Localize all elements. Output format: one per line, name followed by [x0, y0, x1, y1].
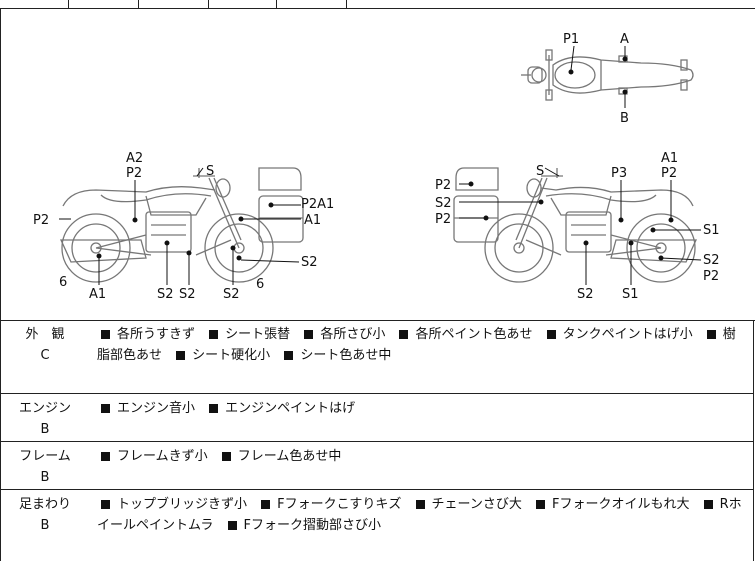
right-view-markers: [459, 167, 702, 285]
category-grade: B: [40, 422, 50, 437]
bullet-square-icon: [209, 403, 219, 413]
marker-label: S2: [179, 287, 196, 302]
marker-label: S2: [703, 253, 720, 268]
left-view-markers: [59, 167, 301, 285]
category-name: フレーム: [19, 449, 71, 464]
defect-item: チェーンさび大: [412, 497, 522, 512]
marker-label: P1: [563, 32, 579, 47]
defect-item: フレーム色あせ中: [218, 449, 341, 464]
bullet-square-icon: [706, 329, 716, 339]
defect-list: エンジン音小 エンジンペイントはげ: [97, 394, 745, 419]
marker-label: A2: [126, 151, 143, 166]
defect-item: 各所ペイント色あせ: [395, 327, 532, 342]
marker-label: P2: [126, 166, 142, 181]
header-cell: [208, 0, 277, 8]
defect-list: トップブリッジきず小 Fフォークこすりキズ チェーンさび大 Fフォークオイルもれ…: [97, 490, 745, 536]
category-cell: フレーム B: [1, 442, 89, 488]
bullet-square-icon: [284, 350, 294, 360]
defect-item: シート色あせ中: [280, 348, 391, 363]
defect-item: トップブリッジきず小: [97, 497, 247, 512]
category-grade: B: [40, 518, 50, 533]
defect-item: Fフォーク摺動部さび小: [224, 518, 381, 533]
damage-diagram: P1 A B: [0, 8, 755, 321]
category-grade: C: [40, 348, 50, 363]
right-view-motorcycle: [453, 167, 698, 283]
condition-row-suspension: 足まわり B トップブリッジきず小 Fフォークこすりキズ チェーンさび大 Fフォ…: [0, 490, 754, 561]
marker-label: P2A1: [301, 197, 334, 212]
category-name: エンジン: [18, 401, 71, 416]
marker-label: S2: [577, 287, 594, 302]
defect-item: エンジンペイントはげ: [205, 401, 355, 416]
header-cell: [68, 0, 139, 8]
defect-item: シート張替: [205, 327, 290, 342]
category-cell: 足まわり B: [1, 490, 89, 536]
marker-label: 6: [59, 275, 67, 290]
defect-item: シート硬化小: [172, 348, 270, 363]
bullet-square-icon: [399, 329, 409, 339]
bullet-square-icon: [304, 329, 314, 339]
bullet-square-icon: [221, 451, 231, 461]
bullet-square-icon: [227, 520, 237, 530]
defect-item: 樹脂部色あせ: [97, 327, 736, 363]
marker-label: A1: [304, 213, 321, 228]
marker-label: S2: [223, 287, 240, 302]
condition-row-engine: エンジン B エンジン音小 エンジンペイントはげ: [0, 394, 754, 442]
marker-label: A1: [661, 151, 678, 166]
category-name: 足まわり: [18, 497, 71, 512]
bullet-square-icon: [101, 499, 110, 509]
marker-label: P2: [661, 166, 677, 181]
marker-label: A: [620, 32, 629, 47]
defect-list: フレームきず小 フレーム色あせ中: [97, 442, 745, 467]
bullet-square-icon: [546, 329, 556, 339]
marker-label: S: [206, 164, 214, 179]
marker-label: 6: [256, 277, 264, 292]
defect-item: Fフォークオイルもれ大: [532, 497, 690, 512]
category-name: 外 観: [25, 327, 65, 342]
marker-label: S1: [622, 287, 639, 302]
bullet-square-icon: [536, 499, 546, 509]
category-cell: 外 観 C: [1, 320, 89, 366]
defect-item: Fフォークこすりキズ: [257, 497, 401, 512]
bullet-square-icon: [101, 403, 110, 413]
bullet-square-icon: [261, 499, 271, 509]
defect-item: フレームきず小: [97, 449, 208, 464]
defect-item: 各所うすきず: [97, 327, 195, 342]
bullet-square-icon: [101, 451, 110, 461]
top-view-motorcycle: [521, 49, 694, 101]
defect-item: タンクペイントはげ小: [543, 327, 693, 342]
defect-item: Rホイールペイントムラ: [97, 497, 742, 533]
header-cell: [0, 0, 69, 8]
marker-label: A1: [89, 287, 106, 302]
marker-label: S: [536, 164, 544, 179]
marker-label: S2: [301, 255, 318, 270]
marker-label: P2: [435, 212, 451, 227]
left-view-motorcycle: [59, 167, 304, 283]
marker-label: P2: [435, 178, 451, 193]
marker-label: P3: [611, 166, 627, 181]
condition-row-exterior: 外 観 C 各所うすきず シート張替 各所さび小 各所ペイント色あせ タンクペイ…: [0, 320, 754, 394]
marker-label: S2: [157, 287, 174, 302]
bullet-square-icon: [703, 499, 713, 509]
table-header-row: [0, 0, 755, 9]
marker-label: S2: [435, 196, 452, 211]
category-cell: エンジン B: [1, 394, 89, 440]
motorcycle-diagram-svg: P1 A B: [33, 32, 720, 302]
defect-item: 各所さび小: [300, 327, 385, 342]
marker-label: P2: [703, 269, 719, 284]
bullet-square-icon: [415, 499, 425, 509]
category-grade: B: [40, 470, 50, 485]
header-cell: [276, 0, 347, 8]
bullet-square-icon: [209, 329, 219, 339]
top-view-markers: [568, 45, 628, 108]
marker-label: B: [620, 111, 629, 126]
condition-row-frame: フレーム B フレームきず小 フレーム色あせ中: [0, 442, 754, 490]
bullet-square-icon: [101, 329, 110, 339]
bullet-square-icon: [176, 350, 186, 360]
marker-label: S1: [703, 223, 720, 238]
header-cell: [138, 0, 209, 8]
defect-item: エンジン音小: [97, 401, 195, 416]
defect-list: 各所うすきず シート張替 各所さび小 各所ペイント色あせ タンクペイントはげ小 …: [97, 320, 745, 366]
marker-label: P2: [33, 213, 49, 228]
